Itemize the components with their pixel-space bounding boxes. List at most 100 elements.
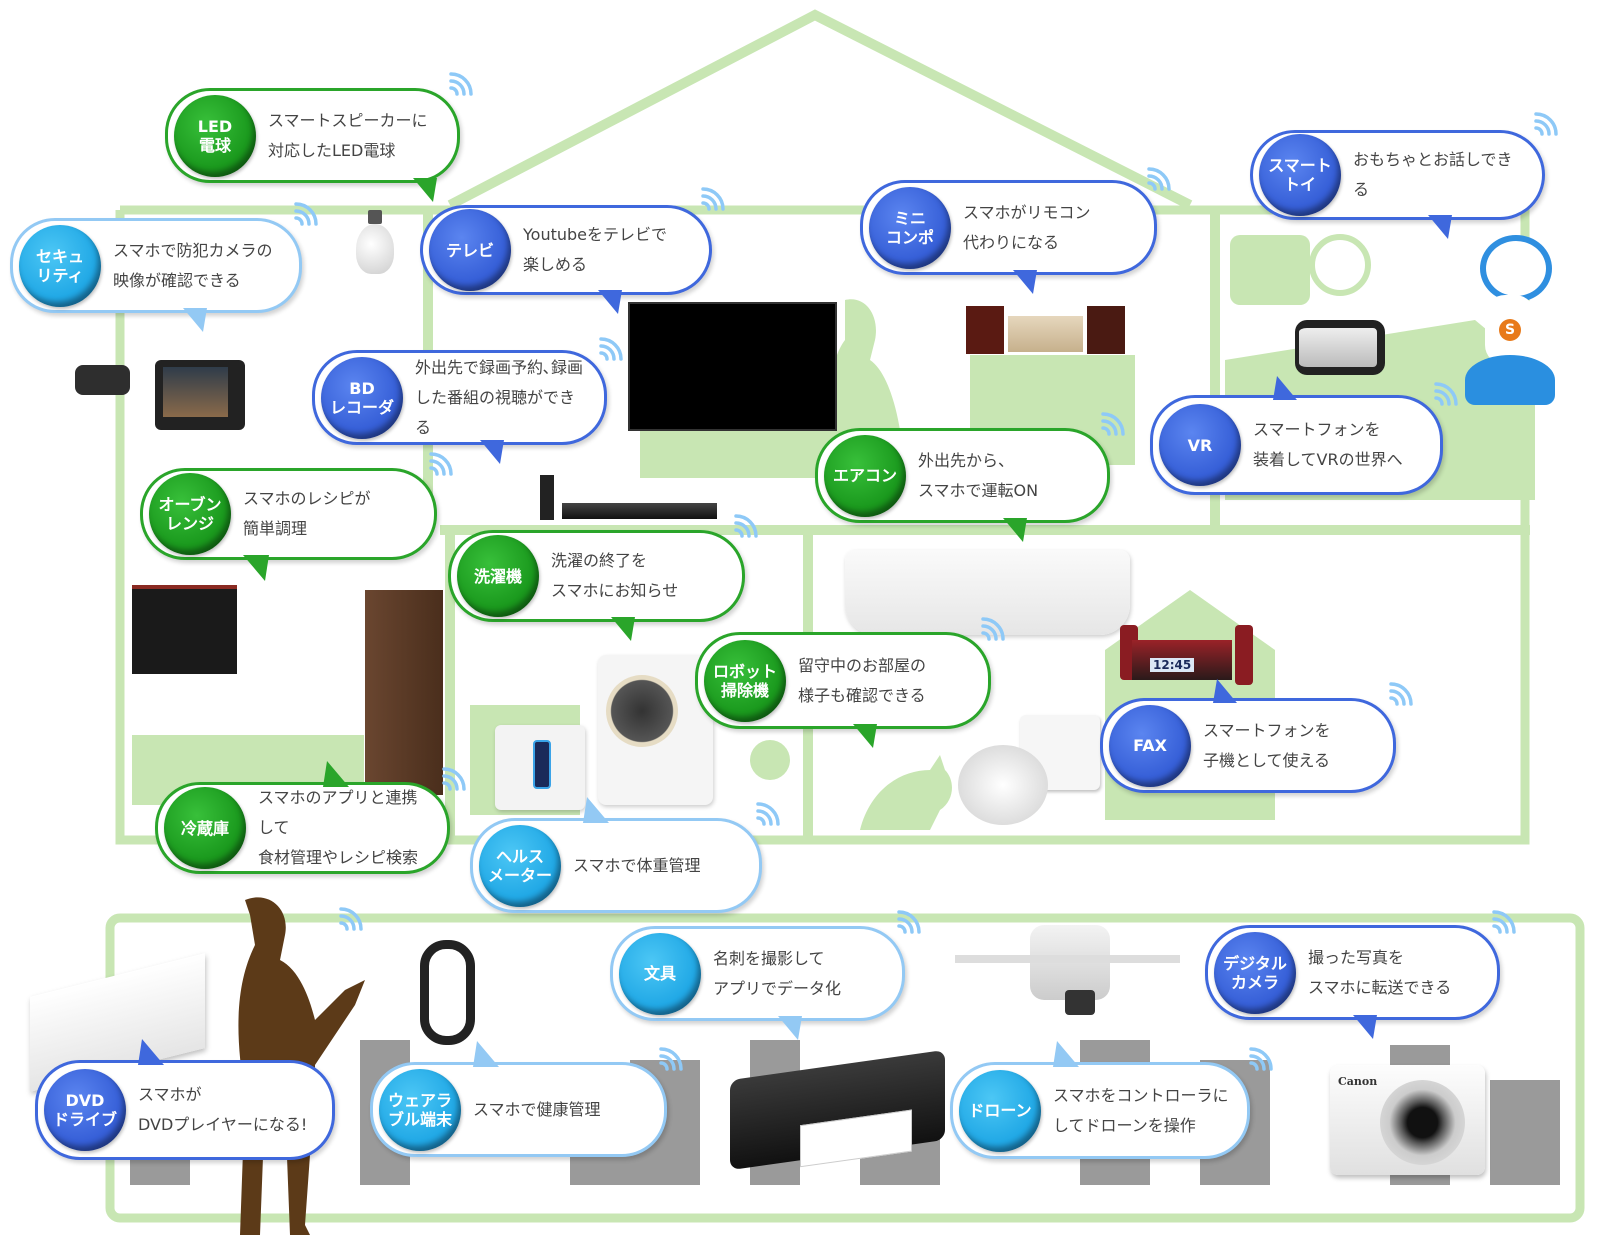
vr-headset-product	[1295, 320, 1385, 375]
wifi-signal-icon	[1245, 1045, 1275, 1075]
wifi-signal-icon	[445, 70, 475, 100]
description-robot: 留守中のお部屋の 様子も確認できる	[798, 655, 927, 705]
badge-health: ヘルス メーター	[479, 824, 561, 907]
device-bubble-dvd[interactable]: DVD ドライブスマホが DVDプレイヤーになる!	[35, 1039, 335, 1160]
bubble-tail	[413, 178, 437, 202]
device-bubble-fridge[interactable]: 冷蔵庫スマホのアプリと連携して 食材管理やレシピ検索	[155, 761, 450, 874]
description-washer: 洗濯の終了を スマホにお知らせ	[551, 551, 679, 600]
badge-smarttoy: スマート トイ	[1259, 134, 1341, 216]
device-bubble-smarttoy[interactable]: スマート トイおもちゃとお話しできる	[1250, 130, 1545, 239]
wifi-signal-icon	[893, 908, 923, 938]
wifi-signal-icon	[977, 615, 1007, 645]
description-smarttoy: おもちゃとお話しできる	[1353, 150, 1513, 199]
bubble-tail	[1428, 215, 1452, 239]
description-led: スマートスピーカーに 対応したLED電球	[268, 110, 428, 160]
fitness-band-product	[420, 940, 475, 1045]
bd-recorder-product	[540, 475, 717, 520]
mini-compo-product	[966, 306, 1126, 354]
bubble-tail	[583, 797, 609, 823]
wifi-signal-icon	[335, 905, 365, 935]
bubble-tail	[1273, 376, 1297, 400]
badge-led: LED 電球	[174, 94, 256, 177]
device-bubble-aircon[interactable]: エアコン外出先から、 スマホで運転ON	[815, 428, 1110, 542]
digital-camera-product: Canon	[1330, 1065, 1485, 1175]
bubble-tail	[778, 1016, 802, 1040]
device-bubble-drone[interactable]: ドローンスマホをコントローラに してドローンを操作	[950, 1041, 1250, 1159]
bubble-tail	[1353, 1015, 1377, 1039]
device-bubble-security[interactable]: セキュ リティスマホで防犯カメラの 映像が確認できる	[10, 218, 302, 332]
badge-fridge: 冷蔵庫	[164, 787, 246, 869]
wifi-signal-icon	[1143, 165, 1173, 195]
wifi-signal-icon	[697, 185, 727, 215]
badge-drone: ドローン	[959, 1069, 1041, 1152]
wifi-signal-icon	[730, 512, 760, 542]
security-camera-product	[75, 345, 245, 435]
washer-product	[598, 655, 713, 805]
badge-aircon: エアコン	[824, 434, 906, 517]
fax-product: 12:45	[1120, 625, 1255, 685]
device-bubble-bd[interactable]: BD レコーダ外出先で録画予約､録画 した番組の視聴ができる	[312, 350, 607, 464]
description-vr: スマートフォンを 装着してVRの世界へ	[1253, 420, 1403, 469]
device-bubble-oven[interactable]: オーブン レンジスマホのレシピが 簡単調理	[140, 468, 437, 581]
description-camera: 撮った写真を スマホに転送できる	[1308, 947, 1452, 997]
bubble-tail	[243, 555, 269, 581]
wifi-signal-icon	[1430, 380, 1460, 410]
robot-vacuum-product	[940, 715, 1115, 840]
device-bubble-camera[interactable]: デジタル カメラ撮った写真を スマホに転送できる	[1205, 925, 1500, 1039]
bubble-tail	[853, 724, 877, 748]
description-stationery: 名刺を撮影して アプリでデータ化	[713, 948, 842, 998]
device-bubble-stationery[interactable]: 文具名刺を撮影して アプリでデータ化	[610, 926, 905, 1040]
description-wearable: スマホで健康管理	[473, 1099, 601, 1119]
body-scale-product	[495, 725, 585, 810]
description-dvd: スマホが DVDプレイヤーになる!	[138, 1085, 308, 1134]
oven-product	[132, 585, 237, 674]
description-minicompo: スマホがリモコン 代わりになる	[963, 202, 1091, 252]
wifi-signal-icon	[438, 765, 468, 795]
device-bubble-robot[interactable]: ロボット 掃除機留守中のお部屋の 様子も確認できる	[695, 632, 991, 748]
tv-stand	[640, 430, 840, 478]
description-health: スマホで体重管理	[573, 855, 701, 875]
wifi-signal-icon	[1097, 410, 1127, 440]
device-bubble-washer[interactable]: 洗濯機洗濯の終了を スマホにお知らせ	[448, 530, 745, 641]
bubble-tail	[323, 761, 349, 787]
bubble-tail	[1213, 679, 1237, 703]
description-bd: 外出先で録画予約､録画 した番組の視聴ができる	[415, 357, 584, 437]
bubble-tail	[138, 1039, 164, 1065]
description-aircon: 外出先から、 スマホで運転ON	[918, 450, 1039, 500]
backpack	[1230, 235, 1310, 305]
badge-robot: ロボット 掃除機	[704, 639, 786, 722]
description-oven: スマホのレシピが 簡単調理	[243, 489, 371, 538]
tv-product	[628, 302, 837, 431]
device-bubble-led[interactable]: LED 電球スマートスピーカーに 対応したLED電球	[165, 88, 460, 202]
wifi-signal-icon	[1488, 908, 1518, 938]
fax-clock: 12:45	[1150, 658, 1195, 672]
wifi-signal-icon	[655, 1045, 685, 1075]
badge-washer: 洗濯機	[457, 535, 539, 617]
bubble-tail	[1053, 1041, 1079, 1067]
description-fax: スマートフォンを 子機として使える	[1203, 720, 1331, 770]
bubble-tail	[611, 617, 635, 641]
device-bubble-minicompo[interactable]: ミニ コンポスマホがリモコン 代わりになる	[860, 180, 1157, 294]
bubble-tail	[183, 308, 207, 332]
badge-security: セキュ リティ	[19, 224, 101, 307]
badge-bd: BD レコーダ	[321, 356, 403, 439]
plant	[750, 740, 790, 780]
bubble-tail	[1013, 270, 1037, 294]
badge-camera: デジタル カメラ	[1214, 931, 1296, 1014]
badge-oven: オーブン レンジ	[149, 473, 231, 555]
description-fridge: スマホのアプリと連携して 食材管理やレシピ検索	[258, 788, 419, 867]
toy-logo: S	[1499, 319, 1521, 341]
drone-product	[955, 915, 1180, 1035]
cat-silhouette	[860, 755, 952, 830]
badge-stationery: 文具	[619, 932, 701, 1015]
bubble-tail	[480, 440, 504, 464]
fridge-product	[365, 590, 443, 795]
wifi-signal-icon	[1530, 110, 1560, 140]
device-bubble-health[interactable]: ヘルス メータースマホで体重管理	[470, 797, 762, 913]
badge-tv: テレビ	[429, 209, 511, 291]
wifi-signal-icon	[425, 450, 455, 480]
device-bubble-wearable[interactable]: ウェアラ ブル端末スマホで健康管理	[370, 1041, 667, 1157]
